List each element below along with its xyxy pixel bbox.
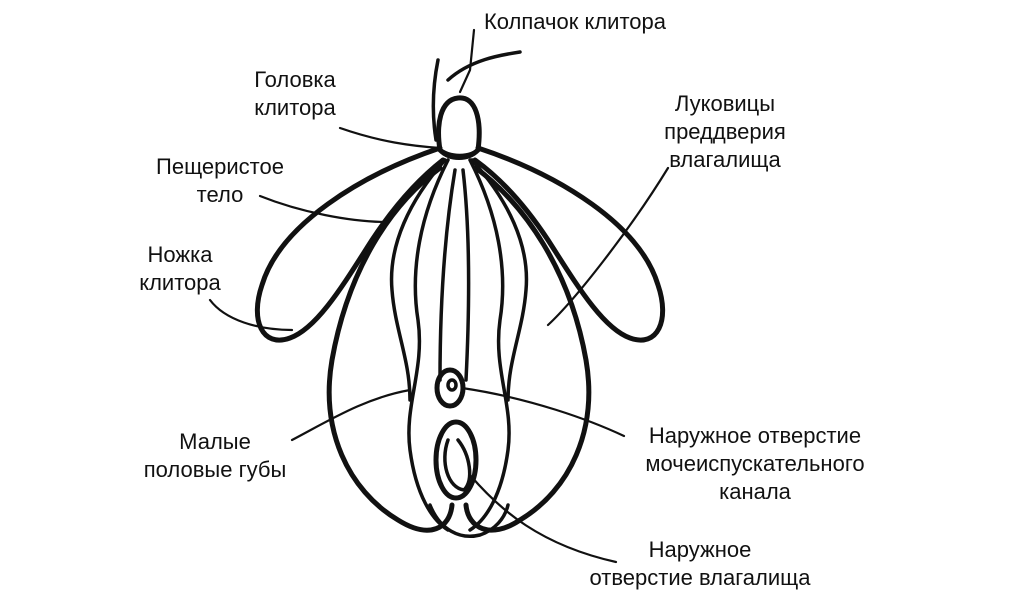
leader-bulbs — [546, 166, 670, 327]
vaginal-opening-shape — [433, 419, 479, 501]
central-fold-left — [438, 168, 457, 382]
corpus-strand-left — [389, 158, 447, 402]
hood-strand-left — [431, 58, 440, 142]
labia-minora-right — [468, 158, 511, 532]
leader-crus — [208, 298, 294, 332]
leader-labia — [290, 388, 412, 442]
hood-strand-right — [446, 50, 522, 82]
labia-minora-left — [407, 158, 450, 532]
leader-clitoral-hood — [458, 28, 476, 94]
label-urethral-opening: Наружное отверстие мочеиспускательного к… — [645, 423, 865, 504]
bulb-right-outline — [463, 165, 592, 533]
label-vaginal-opening: Наружное отверстие влагалища — [589, 537, 811, 590]
leader-corpus — [258, 194, 390, 224]
leader-glans — [338, 126, 442, 150]
label-clitoral-hood: Колпачок клитора — [483, 9, 667, 34]
labia-bottom — [428, 503, 510, 538]
leader-vagina — [468, 473, 618, 564]
label-vestibular-bulbs: Луковицы преддверия влагалища — [664, 91, 786, 172]
label-labia-minora: Малые половые губы — [143, 429, 287, 482]
vaginal-opening-inner — [443, 438, 472, 492]
crus-right-outline — [472, 145, 666, 343]
label-crus-clitoris: Ножка клитора — [139, 242, 221, 295]
central-fold-right — [461, 168, 471, 382]
urethral-opening-inner — [446, 378, 458, 392]
bulb-left-outline — [326, 165, 455, 533]
corpus-strand-right — [470, 158, 529, 402]
glans-band — [436, 146, 482, 158]
leader-urethra — [460, 386, 626, 438]
label-corpus-cavernosum: Пещеристое тело — [156, 154, 284, 207]
label-glans-clitoris: Головка клитора — [254, 67, 336, 120]
glans-clitoris-shape — [436, 95, 482, 160]
